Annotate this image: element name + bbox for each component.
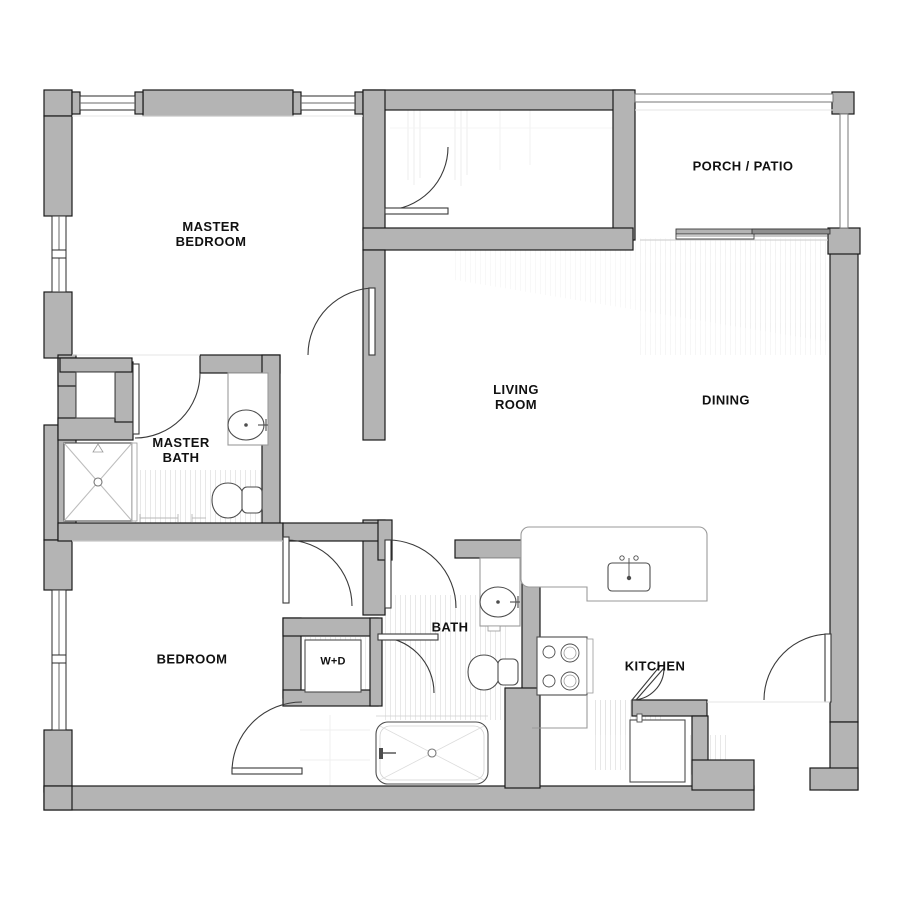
master-bath-closet [75,371,116,419]
window-master-bedroom-north-right [300,95,356,111]
bath-toilet [467,654,519,691]
washer-dryer-unit [304,639,362,693]
kitchen-island-sink [607,555,651,592]
door-bedroom[interactable] [231,701,303,775]
door-front-entry[interactable] [763,633,832,703]
master-bath-vanity [227,372,269,446]
window-bedroom-west [51,589,67,731]
kitchen-island [520,526,708,602]
door-master-bath[interactable] [132,363,201,439]
door-master-bedroom[interactable] [307,287,376,356]
kitchen-refrigerator [629,713,686,783]
kitchen-pantry-door[interactable] [631,665,665,701]
door-laundry[interactable] [377,633,439,694]
bathtub [375,715,489,785]
door-entry-vestibule[interactable] [384,146,449,215]
master-bath-counter-detail [139,514,206,522]
reference-lines [72,109,833,703]
window-master-bedroom-north-left [79,95,136,111]
porch-east-rail [839,113,849,229]
master-bath-shower [63,442,138,522]
fixtures [63,371,708,785]
bath-vanity [479,557,521,632]
doors[interactable] [132,146,832,775]
door-master-bedroom-hall[interactable] [282,536,353,607]
kitchen-cooktop [536,636,594,696]
sliding-door-patio[interactable] [675,228,831,240]
master-bath-toilet [211,482,263,519]
porch-north-rail [634,93,834,103]
windows [51,93,849,731]
kitchen-counter [532,695,588,729]
window-master-bedroom-west [51,215,67,293]
door-bath[interactable] [384,539,457,609]
